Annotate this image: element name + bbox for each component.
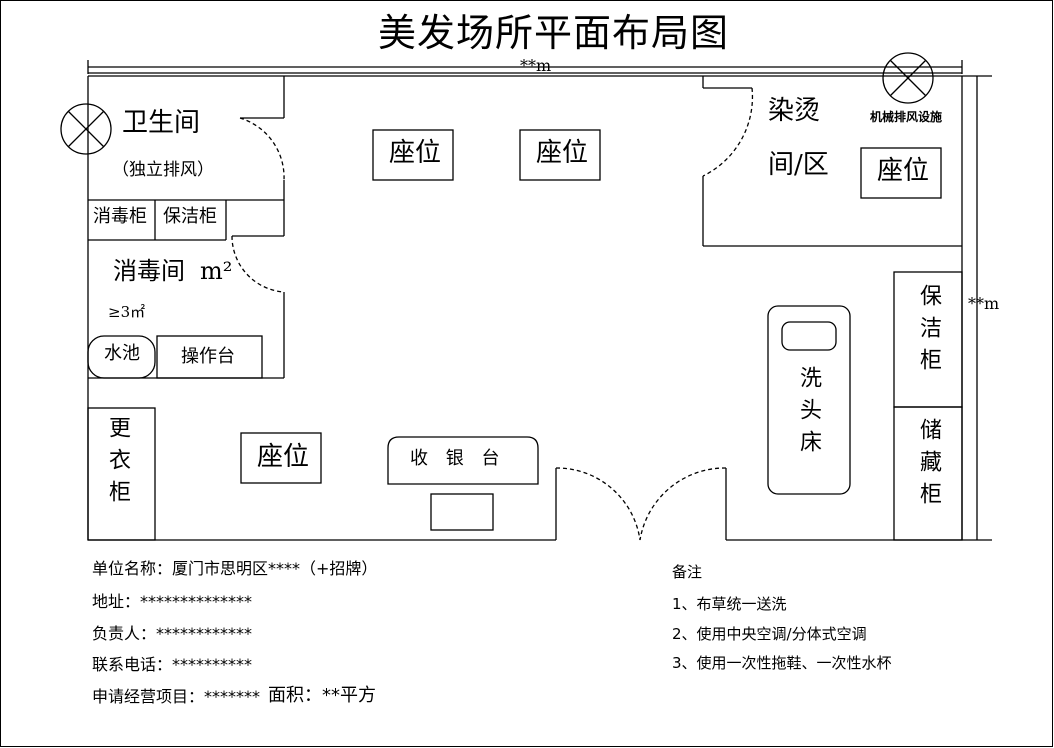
seat-2 <box>519 129 601 181</box>
mechanical-exhaust-fan-icon <box>882 52 934 104</box>
info-person: 负责人：************ <box>92 624 253 643</box>
sink <box>87 335 156 379</box>
seat-4-label: 座位 <box>257 442 310 472</box>
entry-double-door <box>555 467 727 541</box>
page-title: 美发场所平面布局图 <box>378 11 730 55</box>
dye-room-label-line1: 染烫 <box>768 96 821 126</box>
info-project: 申请经营项目：******* <box>92 687 261 706</box>
seat-3-label: 座位 <box>877 156 930 186</box>
note-item-2: 2、使用中央空调/分体式空调 <box>672 625 867 643</box>
disinfect-room-door <box>231 235 285 293</box>
right-dimension-line <box>962 75 992 541</box>
wash-basin <box>781 321 837 351</box>
notes-heading: 备注 <box>672 563 703 581</box>
workbench-label: 操作台 <box>181 346 235 367</box>
seat-3 <box>860 147 942 199</box>
height-dimension-label: **m <box>968 294 1000 313</box>
seat-2-label: 座位 <box>536 138 589 168</box>
outer-walls <box>87 75 963 541</box>
seat-4 <box>240 432 322 484</box>
top-dimension-line <box>87 60 963 74</box>
seat-1 <box>372 129 454 181</box>
wardrobe <box>87 407 156 541</box>
note-item-1: 1、布草统一送洗 <box>672 595 787 613</box>
disinfect-cabinet-label: 消毒柜 <box>93 206 147 227</box>
width-dimension-label: **m <box>520 56 552 75</box>
cleaning-cabinet-label: 保洁柜 <box>916 284 941 380</box>
cashier-monitor <box>430 493 494 531</box>
cleaning-cabinet-small-label: 保洁柜 <box>163 206 217 227</box>
info-phone: 联系电话：********** <box>92 655 253 674</box>
wash-bed-label: 洗头床 <box>796 366 821 462</box>
cashier-label: 收 银 台 <box>410 448 506 469</box>
toilet-door <box>239 117 285 181</box>
toilet-note: （独立排风） <box>112 160 214 180</box>
info-address: 地址：************** <box>92 592 253 611</box>
toilet-exhaust-fan-icon <box>60 103 112 155</box>
disinfect-room-unit: m² <box>200 257 233 285</box>
info-area: 面积：**平方 <box>268 685 376 706</box>
seat-1-label: 座位 <box>389 138 442 168</box>
workbench <box>156 335 263 379</box>
info-unit-name: 单位名称：厦门市思明区****（+招牌） <box>92 559 378 578</box>
disinfect-room-label: 消毒间 <box>113 257 185 285</box>
exhaust-label: 机械排风设施 <box>870 110 943 124</box>
sink-label: 水池 <box>104 343 140 364</box>
storage-cabinet-label: 储藏柜 <box>916 418 941 514</box>
wardrobe-label: 更衣柜 <box>105 416 130 512</box>
note-item-3: 3、使用一次性拖鞋、一次性水杯 <box>672 654 892 672</box>
disinfect-room-min-area: ≥3㎡ <box>108 303 146 321</box>
dye-room-walls <box>702 76 962 247</box>
cashier-counter <box>387 436 539 485</box>
wash-bed <box>767 305 851 495</box>
storage-cabinet <box>893 406 963 541</box>
dye-room-label-line2: 间/区 <box>768 150 829 180</box>
toilet-label: 卫生间 <box>122 108 201 138</box>
